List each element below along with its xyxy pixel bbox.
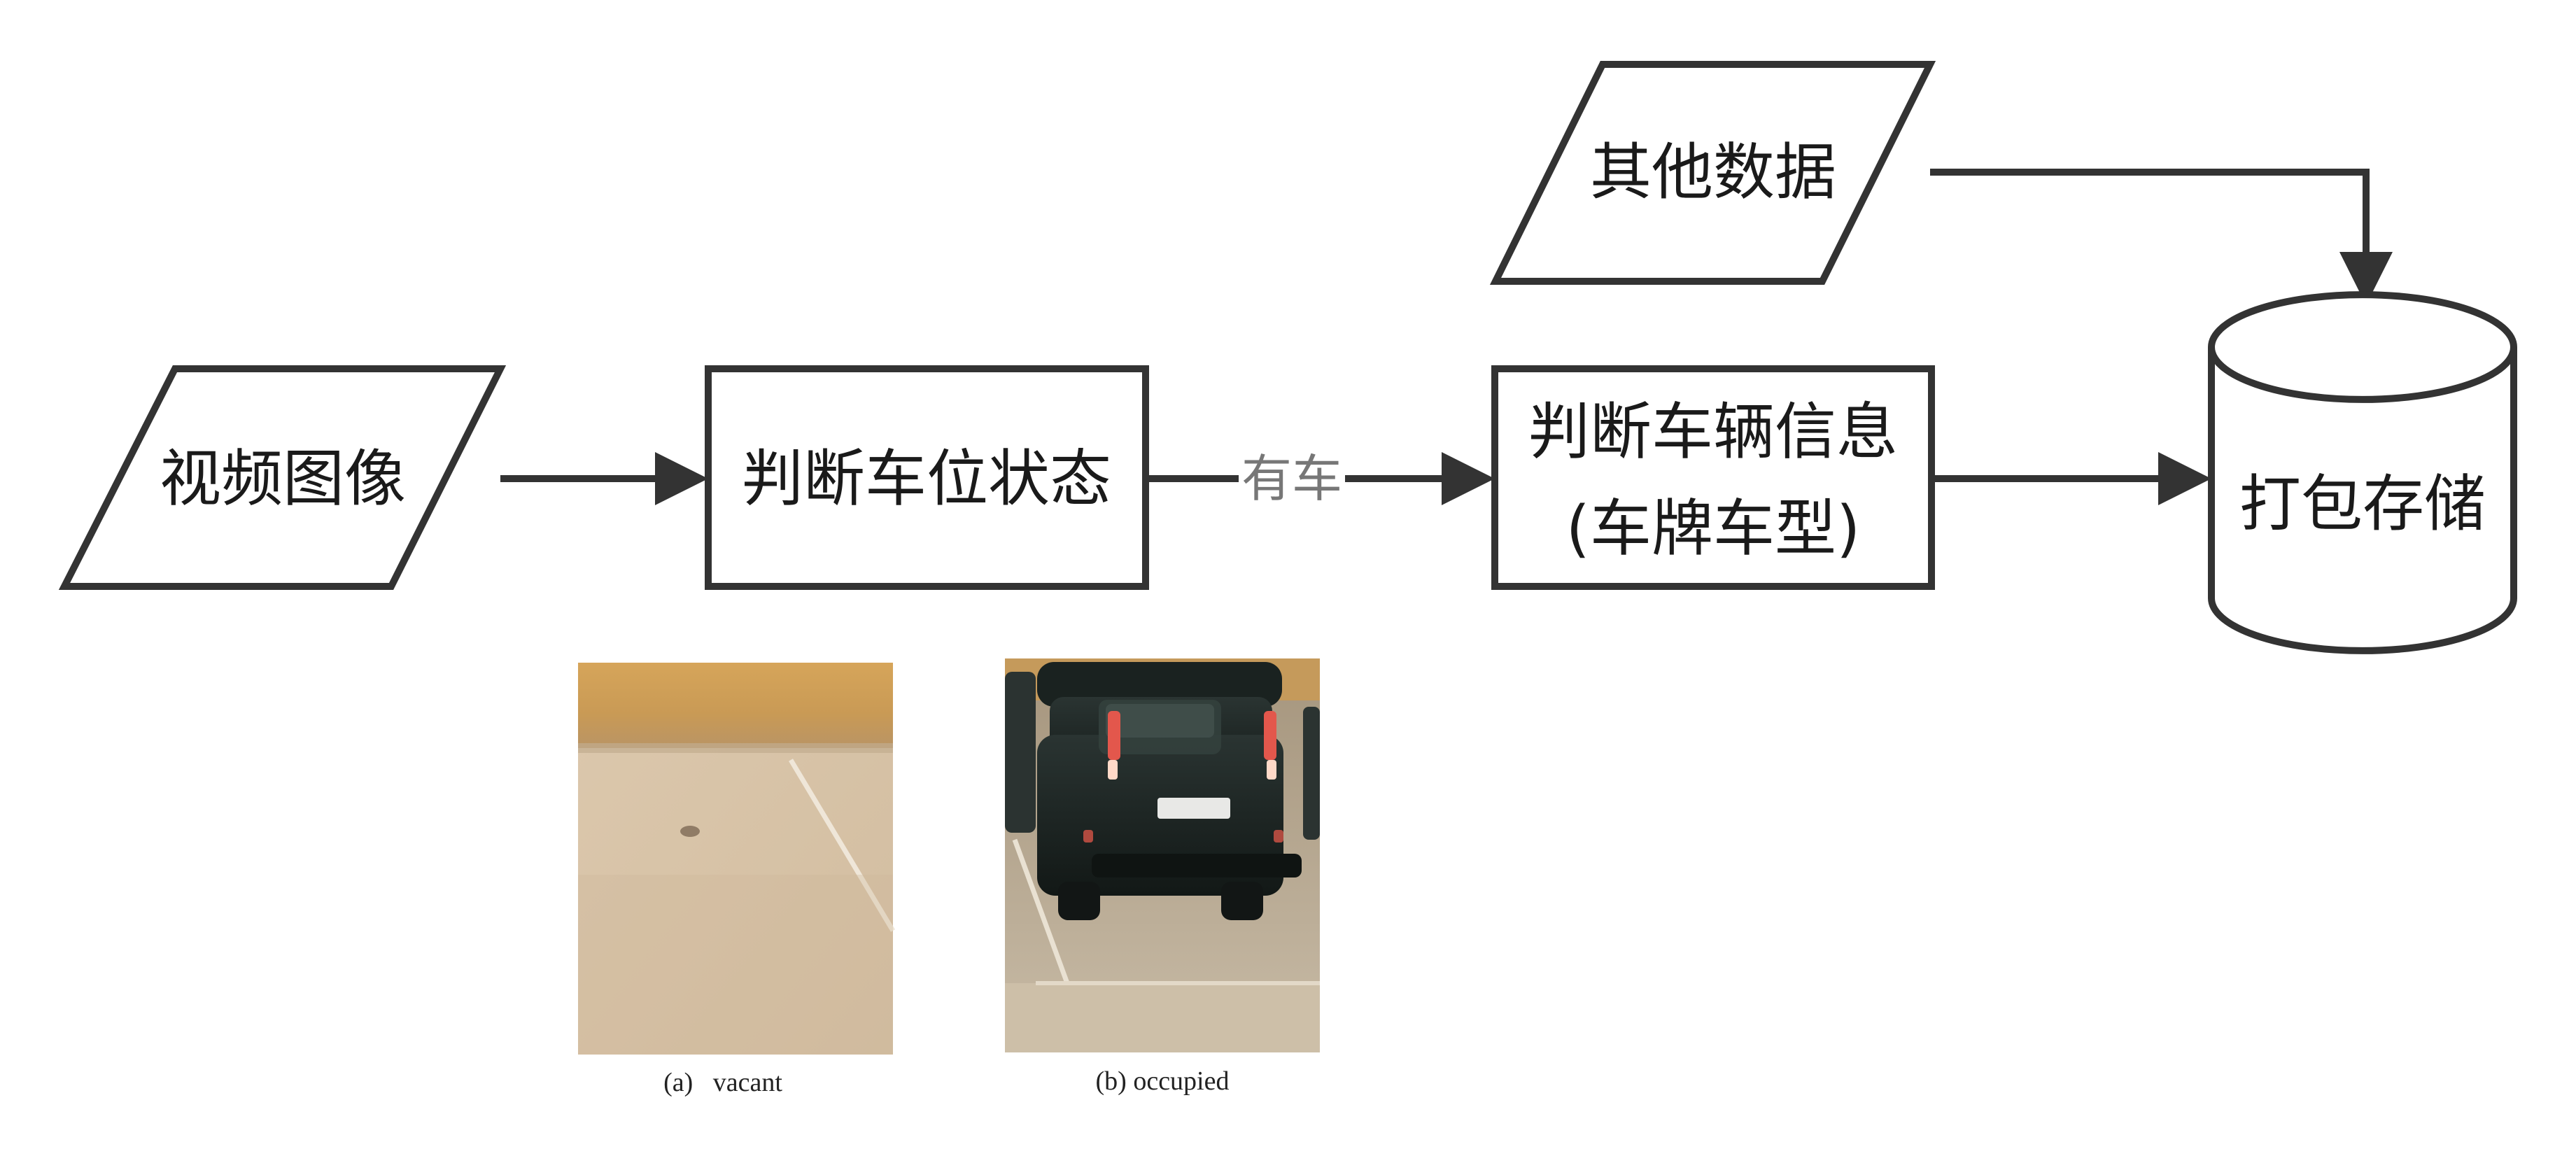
- edge-vehicle-to-store: [1931, 452, 2211, 505]
- node-label-judge-vehicle-line1: 判断车辆信息: [1528, 396, 1898, 468]
- car-icon: [1037, 662, 1302, 920]
- edge-spot-to-vehicle: 有车: [1146, 449, 1495, 508]
- arrowhead-icon: [1442, 452, 1495, 505]
- edge-label-has-car: 有车: [1241, 449, 1342, 508]
- edge-video-to-spot: [500, 452, 708, 505]
- node-pack-store: 打包存储: [2208, 291, 2517, 654]
- edge-other-to-store: [1930, 169, 2393, 305]
- process-box: [705, 365, 1149, 590]
- node-label-other-data: 其他数据: [1590, 136, 1836, 209]
- node-judge-spot: 判断车位状态: [705, 365, 1149, 590]
- cylinder-rim: [2208, 346, 2517, 403]
- caption-vacant: (a) vacant: [663, 1068, 782, 1097]
- node-judge-vehicle: 判断车辆信息 (车牌车型): [1491, 365, 1935, 590]
- node-label-judge-vehicle-line2: (车牌车型): [1566, 493, 1861, 565]
- process-box: [1491, 365, 1935, 590]
- node-label-judge-spot: 判断车位状态: [742, 443, 1111, 515]
- node-video-image: 视频图像: [58, 365, 507, 590]
- example-vacant-photo: [578, 663, 896, 1055]
- node-other-data: 其他数据: [1489, 61, 1936, 285]
- arrowhead-icon: [2339, 252, 2393, 305]
- cylinder-storage-shape: [2208, 291, 2517, 654]
- example-occupied-photo: [1005, 658, 1320, 1052]
- arrowhead-icon: [655, 452, 708, 505]
- node-label-pack-store: 打包存储: [2239, 468, 2486, 540]
- node-label-video-image: 视频图像: [160, 443, 406, 515]
- caption-occupied: (b) occupied: [1096, 1066, 1230, 1096]
- parallelogram-shape: [1489, 61, 1936, 285]
- parallelogram-shape: [58, 365, 507, 590]
- arrowhead-icon: [2158, 452, 2211, 505]
